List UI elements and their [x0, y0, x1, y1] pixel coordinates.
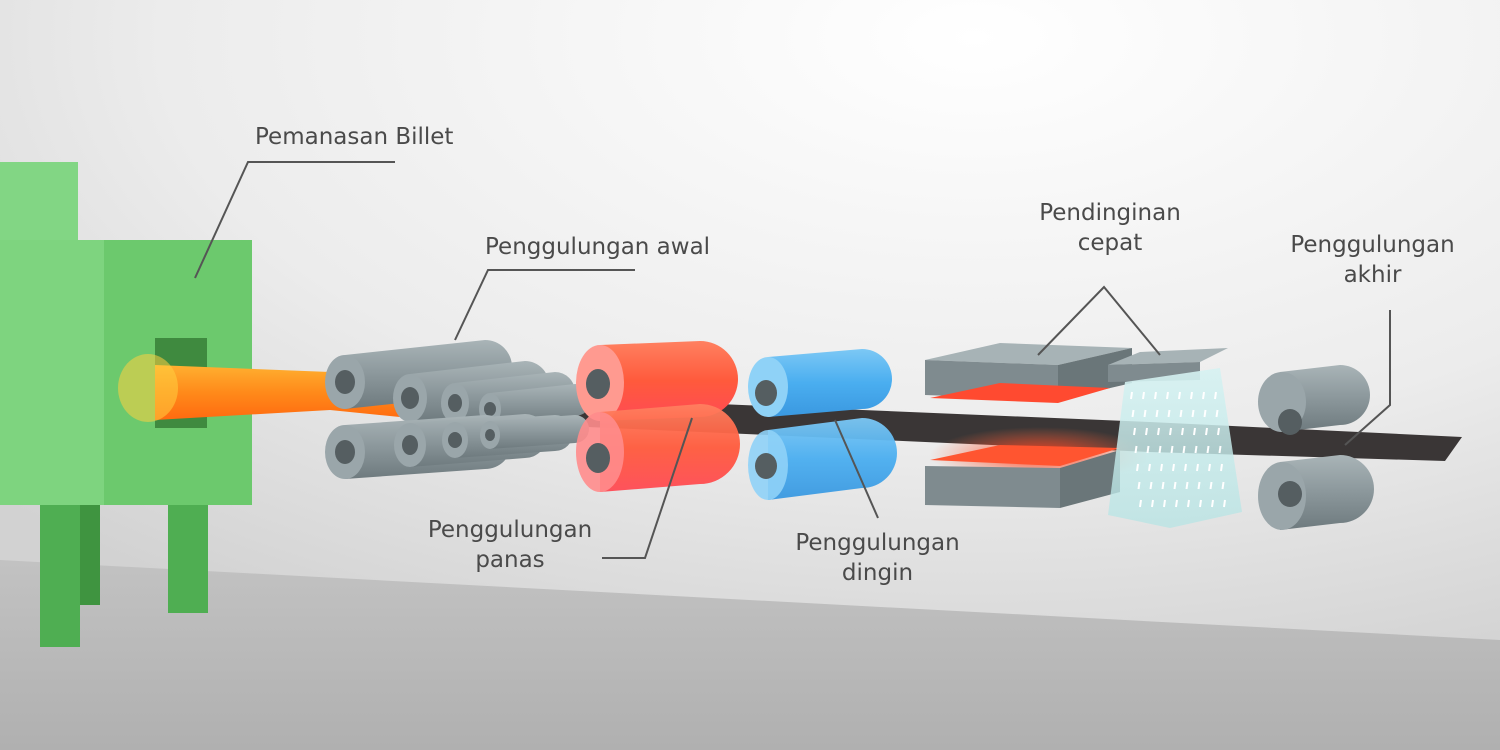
label-hot-rolling-line-2: panas — [475, 547, 545, 573]
spray-droplet — [1181, 427, 1184, 436]
spray-droplet — [1169, 427, 1172, 436]
spray-droplet — [1184, 463, 1187, 472]
spray-droplet — [1214, 391, 1217, 400]
spray-droplet — [1155, 409, 1159, 418]
spray-droplet — [1185, 481, 1189, 490]
spray-droplet — [1175, 499, 1178, 508]
spray-droplet — [1131, 409, 1135, 418]
spray-droplet — [1137, 481, 1141, 490]
spray-droplet — [1163, 499, 1166, 508]
label-final-rolling: Penggulungan akhir — [1270, 230, 1475, 290]
spray-droplet — [1197, 481, 1201, 490]
spray-droplet — [1157, 427, 1160, 436]
label-rapid-cooling-line-2: cepat — [1077, 230, 1143, 256]
leader-lines — [194, 161, 1391, 559]
spray-droplet — [1206, 445, 1210, 454]
spray-droplet — [1179, 409, 1183, 418]
spray-droplet — [1149, 481, 1153, 490]
spray-droplet — [1199, 499, 1202, 508]
spray-droplet — [1145, 427, 1148, 436]
spray-droplet — [1211, 499, 1214, 508]
spray-droplet — [1166, 391, 1169, 400]
spray-droplet — [1208, 463, 1211, 472]
leader-rapid-cooling — [1037, 285, 1161, 356]
spray-droplet — [1151, 499, 1154, 508]
roller — [576, 404, 740, 492]
roller — [748, 418, 897, 500]
label-initial-rolling: Penggulungan awal — [485, 234, 711, 260]
cold-rolling-rollers — [748, 349, 897, 500]
label-hot-rolling: Penggulungan panas — [410, 515, 610, 575]
rapid-cooling-plates — [925, 343, 1228, 508]
label-rapid-cooling-line-1: Pendinginan — [1039, 200, 1181, 226]
roller — [1258, 455, 1374, 530]
spray-droplet — [1134, 445, 1138, 454]
label-cold-rolling-line-2: dingin — [841, 560, 914, 586]
spray-droplet — [1172, 463, 1175, 472]
spray-droplet — [1178, 391, 1181, 400]
spray-droplet — [1209, 481, 1213, 490]
spray-droplet — [1218, 445, 1222, 454]
final-rolling-rollers — [1258, 365, 1374, 530]
spray-droplet — [1202, 391, 1205, 400]
hot-rolling-rollers — [576, 341, 740, 492]
spray-droplet — [1182, 445, 1186, 454]
spray-droplet — [1187, 499, 1190, 508]
label-billet-heating: Pemanasan Billet — [255, 124, 454, 150]
spray-droplet — [1223, 499, 1226, 508]
spray-droplet — [1203, 409, 1207, 418]
roller — [748, 349, 892, 417]
initial-rolling-rollers — [325, 340, 591, 479]
spray-droplet — [1160, 463, 1163, 472]
spray-droplet — [1167, 409, 1171, 418]
leader-hot-rolling — [602, 417, 693, 559]
spray-droplet — [1170, 445, 1174, 454]
label-cold-rolling: Penggulungan dingin — [775, 528, 980, 588]
label-rapid-cooling: Pendinginan cepat — [1010, 198, 1210, 258]
spray-droplet — [1191, 409, 1195, 418]
spray-droplet — [1196, 463, 1199, 472]
spray-droplet — [1161, 481, 1165, 490]
spray-droplet — [1217, 427, 1220, 436]
spray-droplet — [1154, 391, 1157, 400]
leader-billet-heating — [194, 161, 395, 279]
spray-droplet — [1133, 427, 1136, 436]
spray-droplet — [1136, 463, 1139, 472]
label-cold-rolling-line-1: Penggulungan — [795, 530, 960, 556]
spray-droplet — [1205, 427, 1208, 436]
leader-cold-rolling — [834, 419, 879, 519]
spray-droplet — [1215, 409, 1219, 418]
water-spray — [1108, 368, 1242, 528]
spray-droplets — [1130, 391, 1226, 508]
spray-droplet — [1221, 481, 1225, 490]
roller — [576, 341, 738, 421]
floor — [0, 560, 1500, 750]
roller — [480, 415, 589, 449]
label-hot-rolling-line-1: Penggulungan — [427, 517, 593, 543]
spray-droplet — [1193, 427, 1196, 436]
spray-droplet — [1139, 499, 1142, 508]
leader-final-rolling — [1344, 310, 1391, 446]
spray-droplet — [1190, 391, 1193, 400]
spray-droplet — [1146, 445, 1150, 454]
leader-initial-rolling — [454, 269, 635, 341]
spray-droplet — [1194, 445, 1198, 454]
spray-droplet — [1220, 463, 1223, 472]
spray-droplet — [1143, 409, 1147, 418]
label-final-rolling-line-2: akhir — [1343, 262, 1402, 288]
spray-droplet — [1173, 481, 1177, 490]
roller — [1258, 365, 1370, 435]
spray-droplet — [1142, 391, 1145, 400]
label-final-rolling-line-1: Penggulungan — [1290, 232, 1455, 258]
spray-droplet — [1148, 463, 1151, 472]
spray-droplet — [1158, 445, 1162, 454]
spray-droplet — [1130, 391, 1133, 400]
